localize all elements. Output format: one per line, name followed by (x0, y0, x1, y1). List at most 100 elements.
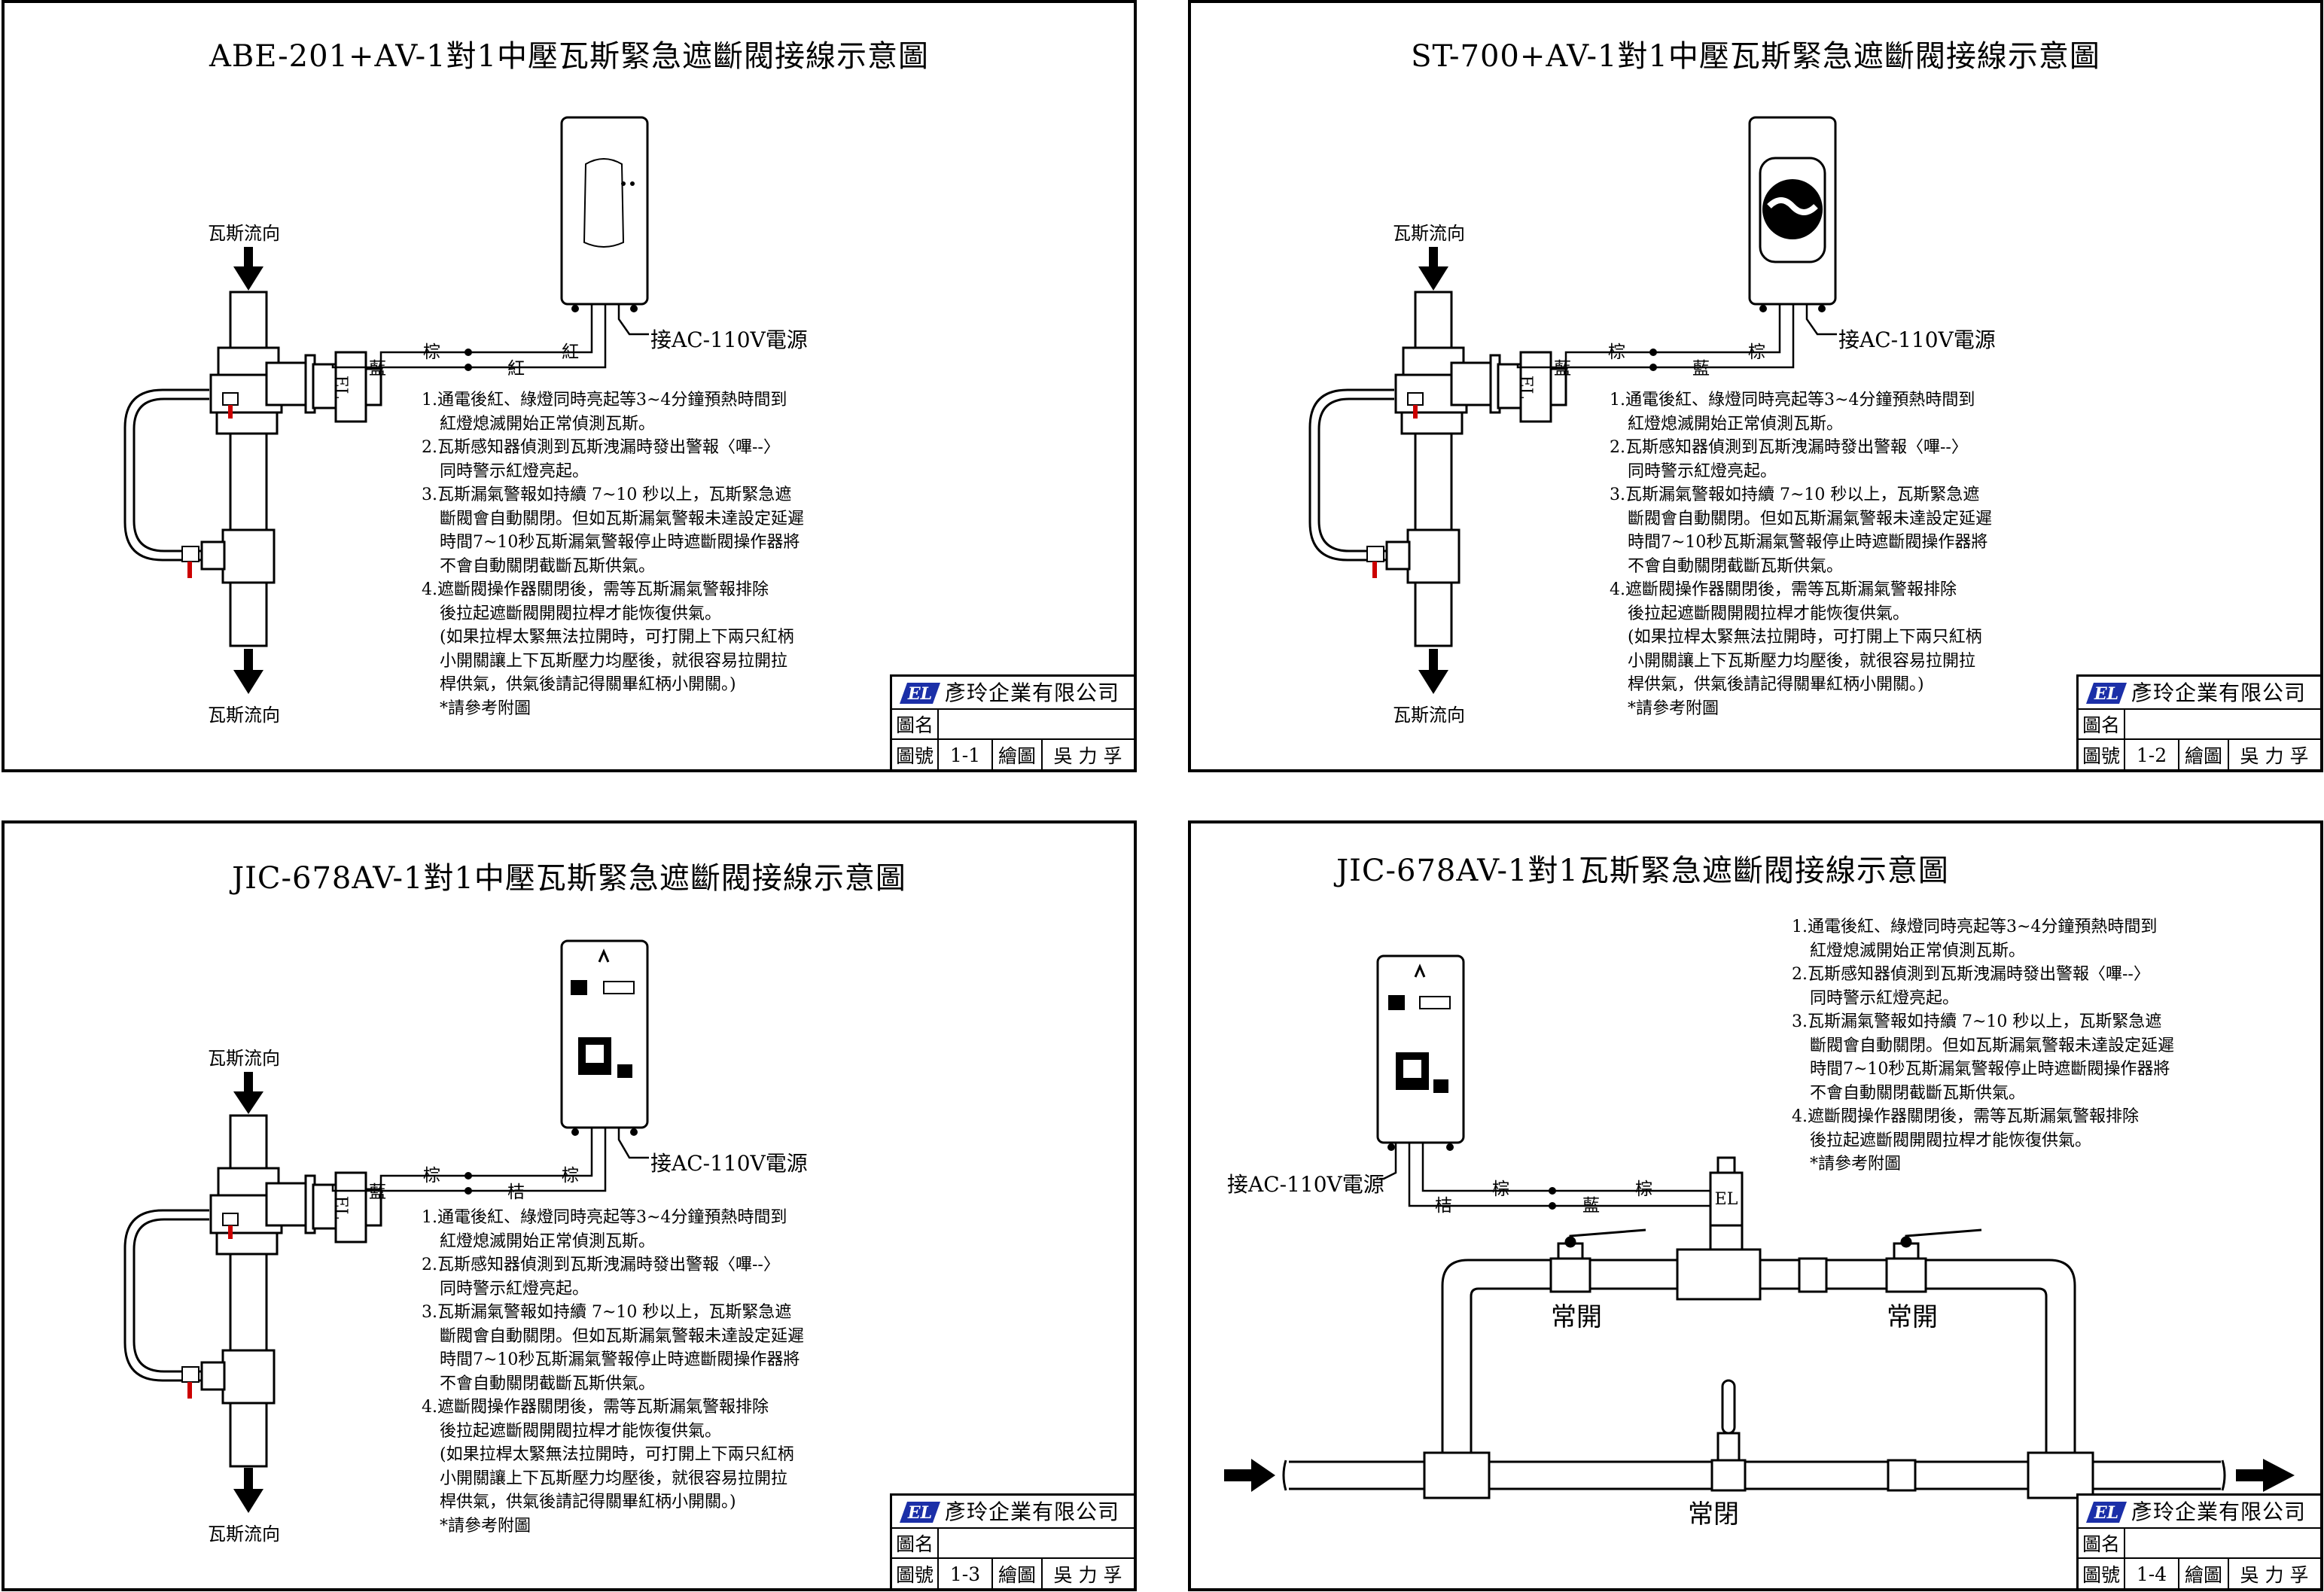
note-line: 不會自動關閉截斷瓦斯供氣。 (1810, 1083, 2026, 1103)
flow-arrow-top (1418, 247, 1448, 291)
diagram-panel-3: JIC-678AV-1對1中壓瓦斯緊急遮斷閥接線示意圖 EL (2, 820, 1137, 1591)
wire-label-blue: 藍 (1692, 359, 1710, 379)
wire-label-brown: 棕 (423, 1166, 440, 1186)
flow-arrow-top (233, 247, 263, 291)
company-name: 彥玲企業有限公司 (2131, 680, 2307, 705)
drawer-name: 吳 力 孚 (2240, 1564, 2309, 1586)
drawing-number-value: 1-4 (2125, 1559, 2179, 1588)
power-label: 接AC-110V電源 (650, 1151, 808, 1176)
svg-text:EL: EL (907, 684, 932, 704)
diagram-panel-1: ABE-201+AV-1對1中壓瓦斯緊急遮斷閥接線示意圖 EL (2, 0, 1137, 772)
shutoff-valve-body (1394, 346, 1501, 435)
note-line: 2.瓦斯感知器偵測到瓦斯洩漏時發出警報〈嗶--〉 (1792, 965, 2150, 984)
svg-text:EL: EL (907, 1503, 932, 1523)
note-line: 後拉起遮斷閥開閥拉桿才能恢復供氣。 (1628, 604, 1910, 623)
drawer-name: 吳 力 孚 (1053, 1564, 1122, 1586)
note-line: 小開關讓上下瓦斯壓力均壓後，就很容易拉開拉 (440, 651, 788, 671)
instruction-notes: 1.通電後紅、綠燈同時亮起等3~4分鐘預熱時間到 紅燈熄滅開始正常偵測瓦斯。 2… (422, 388, 804, 720)
drawing-number-value: 1-1 (939, 740, 993, 769)
note-line: 小開關讓上下瓦斯壓力均壓後，就很容易拉開拉 (440, 1469, 788, 1488)
flow-direction-top: 瓦斯流向 (1393, 223, 1465, 244)
gas-detector (560, 116, 649, 312)
wiring-drawing: EL (123, 939, 649, 1513)
bypass-hose (123, 388, 209, 562)
normally-closed-label: 常閉 (1688, 1499, 1739, 1530)
valve-actuator: EL (1497, 351, 1567, 423)
note-line: 時間7~10秒瓦斯漏氣警報停止時遮斷閥操作器將 (1628, 533, 1988, 552)
note-line: 同時警示紅燈亮起。 (440, 461, 589, 481)
flow-arrow-left (1224, 1459, 1275, 1492)
shutoff-valve-body (1676, 1222, 1828, 1301)
note-line: 1.通電後紅、綠燈同時亮起等3~4分鐘預熱時間到 (1610, 391, 1975, 409)
shutoff-valve-body (209, 1167, 316, 1256)
drawing-number-label: 圖號 (2079, 1559, 2125, 1588)
panel-title: JIC-678AV-1對1瓦斯緊急遮斷閥接線示意圖 (1336, 854, 1949, 888)
note-line: *請參考附圖 (1628, 699, 1719, 718)
note-line: (如果拉桿太緊無法拉開時，可打開上下兩只紅柄 (440, 628, 794, 647)
note-line: 3.瓦斯漏氣警報如持續 7~10 秒以上，瓦斯緊急遮 (422, 1303, 792, 1322)
note-line: (如果拉桿太緊無法拉開時，可打開上下兩只紅柄 (1628, 628, 1982, 647)
flow-arrow-bottom (233, 1468, 263, 1513)
note-line: *請參考附圖 (1810, 1155, 1902, 1173)
note-line: 1.通電後紅、綠燈同時亮起等3~4分鐘預熱時間到 (422, 1208, 787, 1227)
svg-text:EL: EL (331, 376, 350, 399)
drawing-name-value (2125, 710, 2319, 738)
svg-text:EL: EL (1516, 376, 1535, 399)
bypass-hose (123, 1209, 209, 1382)
svg-text:EL: EL (2094, 1503, 2118, 1523)
flow-direction-bottom: 瓦斯流向 (208, 705, 280, 726)
note-line: 2.瓦斯感知器偵測到瓦斯洩漏時發出警報〈嗶--〉 (422, 438, 780, 457)
title-block: EL 彥玲企業有限公司 圖名 圖號 1-2 繪圖 吳 力 孚 (2076, 674, 2320, 769)
note-line: 不會自動關閉截斷瓦斯供氣。 (1628, 556, 1844, 576)
note-line: 3.瓦斯漏氣警報如持續 7~10 秒以上，瓦斯緊急遮 (1610, 486, 1980, 504)
gas-detector (1748, 116, 1837, 312)
flow-direction-bottom: 瓦斯流向 (1393, 705, 1465, 726)
shutoff-valve-body (209, 346, 316, 435)
gas-detector (1376, 954, 1465, 1151)
note-line: 斷閥會自動關閉。但如瓦斯漏氣警報未達設定延遲 (440, 1326, 805, 1346)
drawer-label: 繪圖 (2179, 1559, 2229, 1588)
wire-label-brown-2: 棕 (1748, 342, 1765, 362)
company-name: 彥玲企業有限公司 (945, 1499, 1120, 1524)
wire-label-red: 紅 (507, 359, 525, 379)
diagram-panel-2: ST-700+AV-1對1中壓瓦斯緊急遮斷閥接線示意圖 EL (1188, 0, 2323, 772)
pipe-tee (200, 528, 276, 584)
panel-title: JIC-678AV-1對1中壓瓦斯緊急遮斷閥接線示意圖 (232, 861, 906, 896)
diagram-panel-4: JIC-678AV-1對1瓦斯緊急遮斷閥接線示意圖 (1188, 820, 2323, 1591)
note-line: 桿供氣，供氣後請記得關畢紅柄小開關。) (440, 675, 736, 694)
panel-title: ST-700+AV-1對1中壓瓦斯緊急遮斷閥接線示意圖 (1411, 39, 2100, 74)
wire-label-red-2: 紅 (562, 342, 579, 362)
wire-label-brown: 棕 (423, 342, 440, 362)
pipe-tee (200, 1349, 276, 1405)
note-line: 4.遮斷閥操作器關閉後，需等瓦斯漏氣警報排除 (422, 1398, 769, 1417)
drawing-name-label: 圖名 (2079, 1529, 2125, 1557)
normally-open-label: 常開 (1887, 1302, 1938, 1332)
note-line: 後拉起遮斷閥開閥拉桿才能恢復供氣。 (440, 1421, 722, 1441)
wire-label-brown-2: 棕 (1635, 1180, 1652, 1199)
flow-direction-bottom: 瓦斯流向 (208, 1524, 280, 1545)
note-line: 小開關讓上下瓦斯壓力均壓後，就很容易拉開拉 (1628, 651, 1976, 671)
drawing-name-value (2125, 1529, 2319, 1557)
wire-label-brown: 棕 (1492, 1180, 1509, 1199)
note-line: 4.遮斷閥操作器關閉後，需等瓦斯漏氣警報排除 (422, 580, 769, 599)
drawer-label: 繪圖 (993, 1559, 1043, 1588)
flow-arrow-bottom (233, 649, 263, 694)
company-logo-icon: EL (900, 1502, 940, 1523)
note-line: 斷閥會自動關閉。但如瓦斯漏氣警報未達設定延遲 (1628, 509, 1993, 528)
drawing-name-value (939, 1529, 1133, 1557)
wire-label-brown: 棕 (1608, 342, 1625, 362)
wire-label-blue: 藍 (1582, 1196, 1600, 1216)
note-line: 4.遮斷閥操作器關閉後，需等瓦斯漏氣警報排除 (1792, 1107, 2139, 1126)
flow-direction-top: 瓦斯流向 (208, 223, 280, 244)
bypass-pipe-loop (1423, 1259, 2094, 1499)
note-line: 2.瓦斯感知器偵測到瓦斯洩漏時發出警報〈嗶--〉 (422, 1256, 780, 1274)
ball-valve-right (1885, 1228, 1982, 1293)
valve-actuator: EL (312, 1171, 382, 1243)
note-line: 不會自動關閉截斷瓦斯供氣。 (440, 1374, 656, 1393)
wiring (1379, 1143, 1710, 1207)
ball-valve-closed (1710, 1379, 1917, 1492)
company-logo-icon: EL (2086, 1502, 2127, 1523)
gas-detector (560, 939, 649, 1136)
drawing-name-label: 圖名 (892, 710, 939, 738)
drawer-name: 吳 力 孚 (2240, 745, 2309, 767)
